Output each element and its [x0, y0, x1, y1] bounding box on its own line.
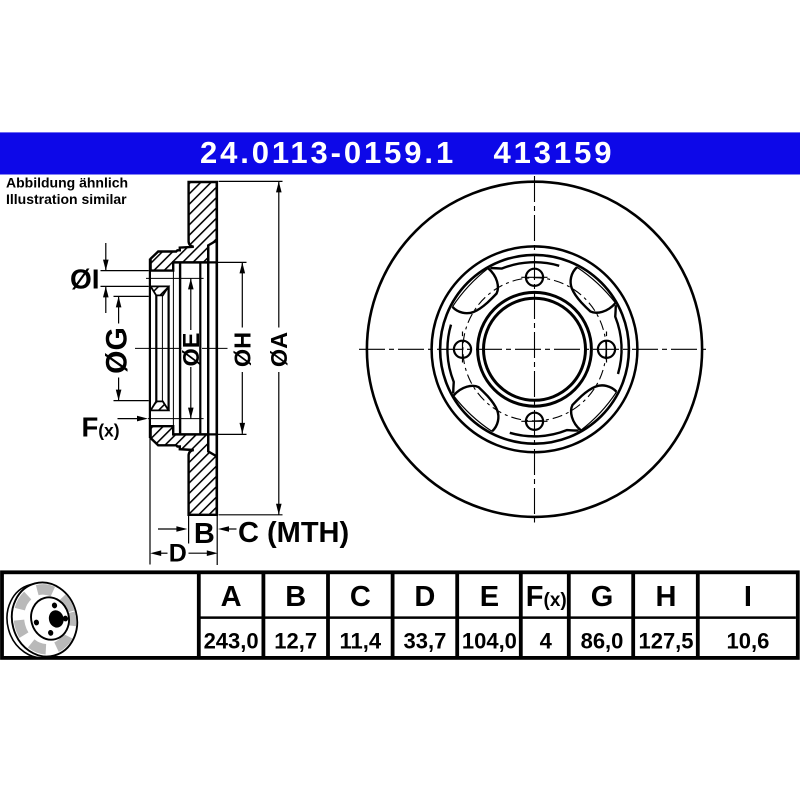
svg-text:I: I: [744, 581, 752, 613]
svg-text:413159: 413159: [494, 135, 615, 170]
svg-text:ØA: ØA: [266, 332, 292, 367]
svg-text:Illustration similar: Illustration similar: [6, 191, 127, 207]
svg-text:10,6: 10,6: [726, 629, 769, 654]
svg-text:86,0: 86,0: [581, 629, 624, 654]
svg-text:33,7: 33,7: [403, 629, 446, 654]
svg-text:F: F: [82, 412, 99, 443]
svg-text:243,0: 243,0: [204, 629, 259, 654]
svg-text:D: D: [169, 540, 187, 568]
svg-text:4: 4: [540, 629, 553, 654]
svg-text:ØE: ØE: [178, 333, 204, 367]
svg-text:(x): (x): [98, 421, 119, 441]
svg-text:127,5: 127,5: [638, 629, 693, 654]
svg-text:D: D: [414, 581, 435, 613]
svg-text:F(x): F(x): [526, 581, 567, 613]
svg-text:ØH: ØH: [230, 332, 256, 367]
svg-text:Abbildung ähnlich: Abbildung ähnlich: [6, 175, 128, 191]
svg-text:C: C: [350, 581, 371, 613]
svg-text:ØI: ØI: [70, 264, 100, 295]
svg-text:B: B: [194, 518, 215, 550]
svg-text:12,7: 12,7: [274, 629, 317, 654]
svg-text:C (MTH): C (MTH): [238, 517, 349, 549]
svg-text:104,0: 104,0: [462, 629, 517, 654]
svg-text:A: A: [221, 581, 242, 613]
svg-text:11,4: 11,4: [339, 629, 381, 654]
svg-text:24.0113-0159.1: 24.0113-0159.1: [200, 135, 456, 170]
svg-text:ØG: ØG: [100, 327, 133, 374]
svg-text:E: E: [480, 581, 499, 613]
svg-text:H: H: [656, 581, 677, 613]
svg-text:B: B: [285, 581, 306, 613]
svg-text:G: G: [591, 581, 614, 613]
